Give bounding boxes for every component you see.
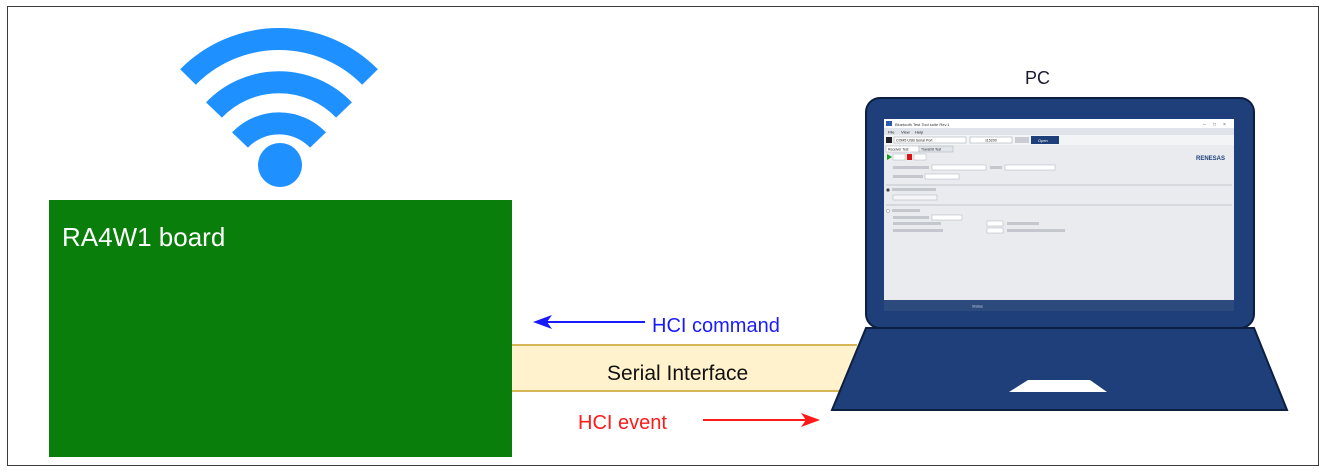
baud-value: 115200 (985, 139, 997, 143)
hci-command-arrow (533, 315, 645, 329)
pc-label: PC (1025, 68, 1051, 88)
screen-status-text: Status (972, 305, 983, 309)
hci-event-arrow (703, 413, 820, 427)
open-button-label: Open (1038, 138, 1048, 143)
stop-button (913, 153, 927, 161)
screen-form (886, 164, 1232, 234)
screen-menubar (884, 128, 1234, 135)
laptop-base (830, 327, 1289, 411)
tab-transmit-test (918, 145, 954, 153)
window-close-icon: × (1223, 122, 1226, 128)
serial-interface-label: Serial Interface (607, 362, 749, 385)
wifi-icon (180, 28, 378, 187)
serial-interface-band (512, 344, 857, 392)
screen-status-bar (884, 300, 1234, 311)
window-minimize-icon: – (1203, 122, 1206, 128)
screen-app-title: Bluetooth Test Tool suite Rev.1 (895, 122, 950, 127)
tab-transmit-label: Transmit Test (921, 148, 941, 152)
board-label: RA4W1 board (62, 222, 226, 252)
run-icon (887, 154, 892, 160)
screen-titlebar (884, 119, 1234, 128)
port-select (893, 136, 967, 144)
baud-select (969, 136, 1013, 144)
port-icon (886, 137, 892, 143)
wifi-arc-middle (206, 71, 352, 118)
serial-band-fill (512, 345, 857, 391)
menu-file: File (888, 130, 895, 135)
window-maximize-icon: □ (1213, 122, 1216, 128)
open-button (1031, 136, 1059, 144)
menu-help: Help (915, 130, 924, 135)
laptop-touchpad (1009, 380, 1107, 392)
wifi-dot (258, 143, 302, 187)
ra4w1-board (49, 200, 512, 457)
hci-command-label: HCI command (652, 315, 780, 337)
tab-receiver-label: Receiver Test (888, 148, 909, 152)
port-value: COM5 USB Serial Port (896, 139, 933, 143)
screen-brand: RENESAS (1196, 156, 1225, 162)
settings-button (1015, 137, 1029, 143)
run-button (892, 153, 906, 161)
app-logo-icon (886, 121, 892, 126)
diagram-frame (7, 6, 1319, 466)
menu-view: View (901, 130, 910, 135)
stop-icon (907, 154, 912, 160)
laptop-icon: Bluetooth Test Tool suite Rev.1 – □ × Fi… (830, 97, 1289, 411)
wifi-arc-outer (180, 28, 378, 85)
wifi-arc-inner (232, 112, 326, 148)
hci-event-label: HCI event (578, 412, 667, 434)
